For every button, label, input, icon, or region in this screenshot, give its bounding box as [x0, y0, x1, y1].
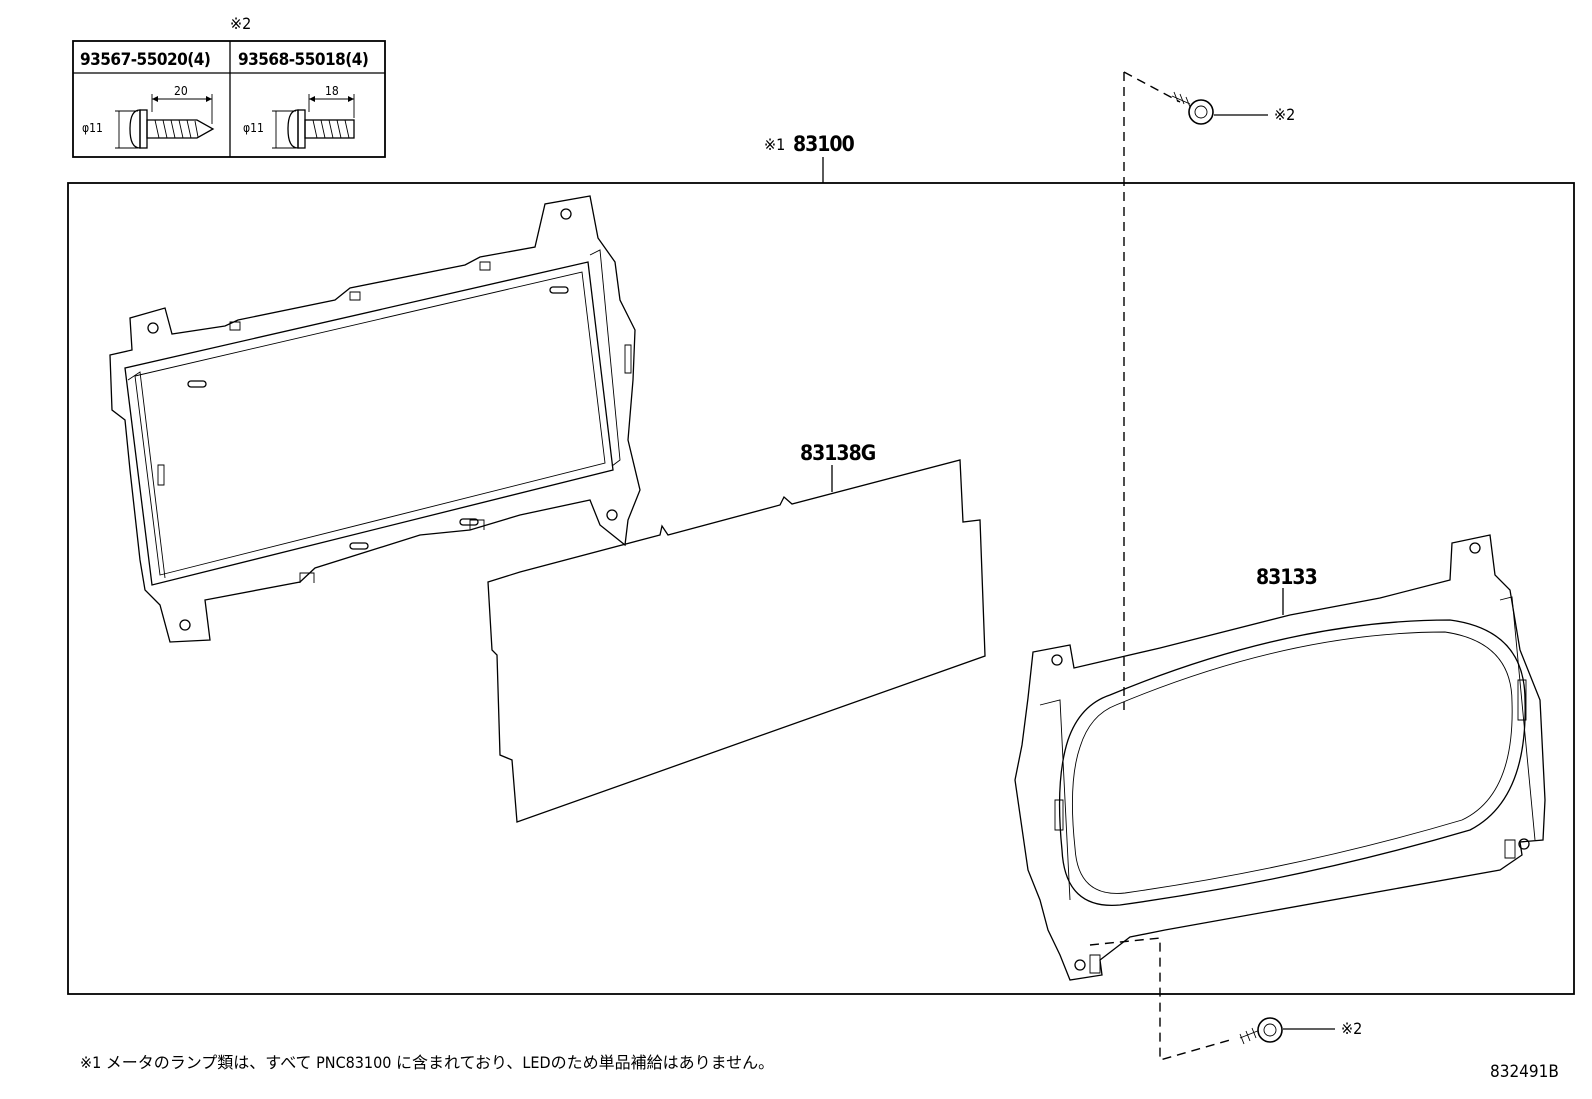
- length-dimension-2: 18: [325, 84, 339, 98]
- upper-screw-callout: ※2: [1123, 71, 1295, 710]
- table-reference-mark: ※2: [230, 14, 251, 33]
- table-part-number-1: 93567-55020(4): [80, 50, 210, 70]
- table-part-number-2: 93568-55018(4): [238, 50, 368, 70]
- lcd-panel: [487, 459, 986, 823]
- assembly-callout: ※1 83100: [764, 132, 856, 183]
- upper-screw-threads: [1171, 91, 1191, 108]
- fastener-table: ※2 93567-55020(4) 93568-55018(4) 20 φ11: [72, 14, 386, 158]
- part-label-83138G: 83138G: [800, 441, 876, 465]
- diameter-dimension-2: φ11: [243, 121, 264, 135]
- lower-screw-callout: ※2: [1089, 937, 1362, 1061]
- lcd-panel-group: 83138G: [487, 441, 986, 823]
- assembly-reference-mark: ※1: [764, 135, 785, 154]
- diameter-dimension-1: φ11: [82, 121, 103, 135]
- tapping-screw-drawing: [115, 94, 215, 149]
- lower-screw-leader: [1089, 937, 1231, 1061]
- table-border: [72, 40, 386, 158]
- lower-screw-reference-mark: ※2: [1341, 1019, 1362, 1038]
- assembly-part-number: 83100: [793, 132, 855, 156]
- lower-screw-threads: [1239, 1027, 1261, 1045]
- assembly-boundary: [67, 182, 1575, 995]
- meter-housing: [109, 195, 641, 643]
- lower-screw-head-icon: [1257, 1017, 1283, 1043]
- length-dimension-1: 20: [174, 84, 188, 98]
- bolt-drawing: [272, 94, 355, 149]
- upper-screw-reference-mark: ※2: [1274, 105, 1295, 124]
- bezel-group: 83133: [1014, 534, 1546, 981]
- part-label-83133: 83133: [1256, 565, 1317, 589]
- diagram-id: 832491B: [1490, 1062, 1559, 1082]
- upper-screw-head-icon: [1188, 99, 1214, 125]
- footnote: ※1 メータのランプ類は、すべて PNC83100 に含まれており、LEDのため…: [80, 1053, 774, 1072]
